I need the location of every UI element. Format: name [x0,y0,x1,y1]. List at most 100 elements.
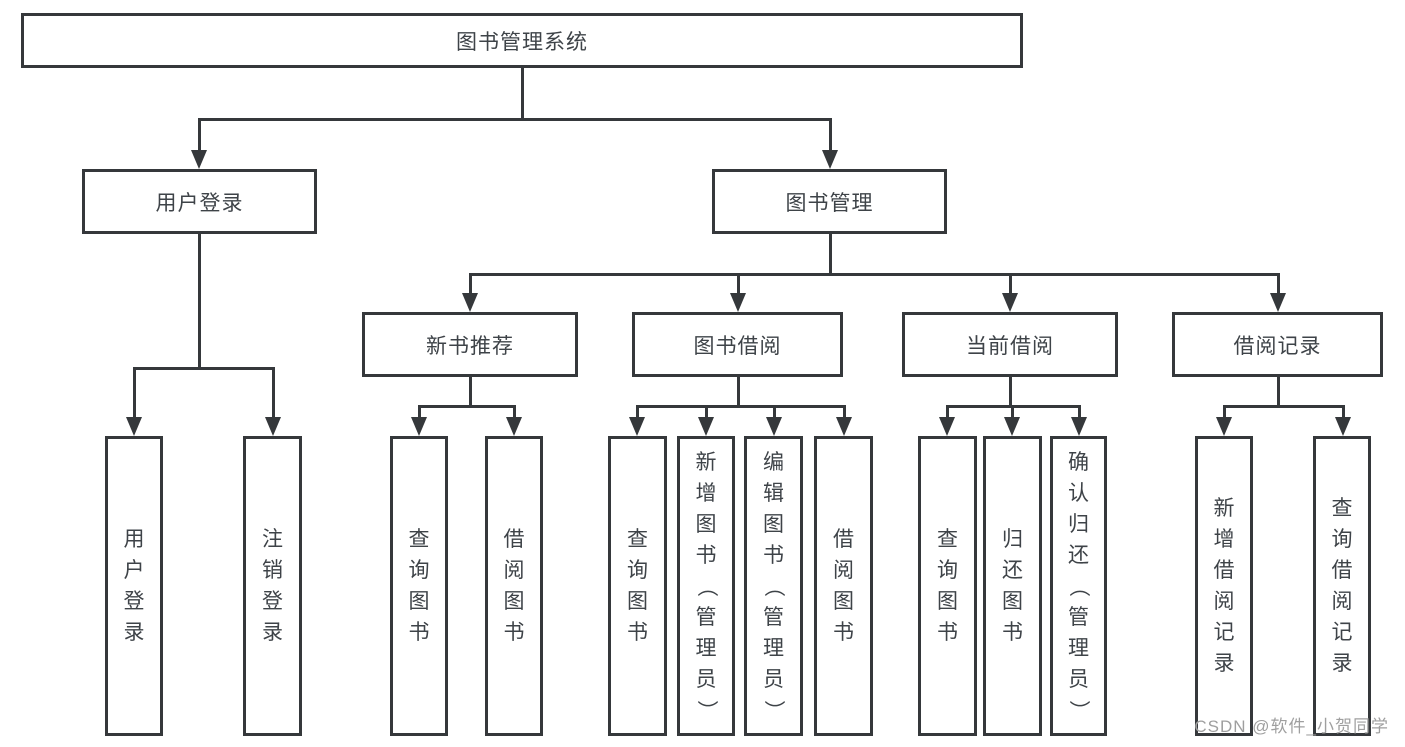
connector-line [197,234,201,368]
connector-line [635,405,639,417]
vertical-char: 理 [763,636,784,660]
vertical-char: （ [762,575,785,597]
node-label: 借阅记录 [1233,334,1322,358]
vertical-char: 图 [763,512,784,536]
vertical-char: 录 [262,621,283,644]
vertical-char: （ [694,575,718,597]
vertical-char: 新 [1213,497,1235,520]
vertical-char: 图 [503,590,525,613]
leaf-add-book-admin: 新增图书（管理员） [677,436,735,736]
node-label: 新书推荐 [426,334,514,358]
vertical-char: 询 [937,559,958,582]
connector-line [1008,377,1012,407]
arrowhead-icon [939,417,955,436]
vertical-char: 新 [695,450,717,474]
connector-line [736,273,740,293]
vertical-char: 书 [763,543,784,567]
vertical-char: 查 [1331,497,1353,520]
vertical-char: 阅 [1213,590,1235,613]
connector-line [271,367,275,417]
vertical-char: 注 [262,528,283,551]
vertical-char: 书 [503,621,525,644]
leaf-query-borrow-record: 查询借阅记录 [1313,436,1371,736]
vertical-char: 查 [937,528,958,551]
vertical-char: 销 [262,559,283,582]
node-new-book-recommendation: 新书推荐 [362,312,578,377]
vertical-char: 询 [408,559,430,582]
vertical-char: 借 [1331,559,1353,582]
connector-line [1077,405,1081,417]
vertical-char: 记 [1331,621,1353,644]
vertical-char: 还 [1068,543,1089,567]
vertical-char: 员 [763,667,784,691]
vertical-char: 书 [833,621,854,644]
vertical-char: （ [1067,575,1090,597]
vertical-char: 录 [1213,652,1235,675]
vertical-char: 员 [1068,667,1089,691]
connector-line [1222,405,1226,417]
vertical-char: 员 [695,667,717,691]
leaf-edit-book-admin: 编辑图书（管理员） [744,436,803,736]
connector-line [828,234,832,275]
leaf-return-books: 归还图书 [983,436,1042,736]
leaf-logout: 注销登录 [243,436,302,736]
vertical-char: 理 [1068,636,1089,660]
vertical-char: 增 [695,481,717,505]
arrowhead-icon [1002,293,1018,312]
vertical-char: 认 [1068,481,1089,505]
vertical-char: 登 [262,590,283,613]
vertical-char: 登 [123,590,145,613]
vertical-char: 录 [1331,652,1353,675]
node-label: 图书借阅 [693,334,782,358]
vertical-char: 阅 [833,559,854,582]
connector-line [520,68,524,119]
connector-line [417,405,421,417]
connector-line [1276,273,1280,293]
arrowhead-icon [1270,293,1286,312]
vertical-char: 书 [627,621,648,644]
vertical-char: 阅 [1331,590,1353,613]
vertical-char: 查 [627,528,648,551]
vertical-char: 询 [627,559,648,582]
connector-line [1010,405,1014,417]
vertical-char: 图 [695,512,717,536]
vertical-char: 图 [1002,590,1023,613]
connector-line [736,377,740,407]
leaf-query-books-recommend: 查询图书 [390,436,448,736]
vertical-char: 增 [1213,528,1235,551]
vertical-char: 书 [937,621,958,644]
arrowhead-icon [629,417,645,436]
arrowhead-icon [1071,417,1087,436]
connector-line [468,273,472,293]
connector-line [197,118,201,150]
vertical-char: 记 [1213,621,1235,644]
node-label: 图书管理 [785,191,874,215]
connector-line [1276,377,1280,407]
vertical-char: 书 [1002,621,1023,644]
vertical-char: ） [694,699,718,721]
vertical-char: ） [1067,699,1090,721]
connector-line [1008,273,1012,293]
arrowhead-icon [411,417,427,436]
vertical-char: 确 [1068,450,1089,474]
vertical-char: 还 [1002,559,1023,582]
vertical-char: 图 [937,590,958,613]
connector-line [772,405,776,417]
vertical-char: 借 [833,528,854,551]
vertical-char: 归 [1002,528,1023,551]
arrowhead-icon [462,293,478,312]
arrowhead-icon [730,293,746,312]
vertical-char: 用 [123,528,145,551]
node-label: 用户登录 [155,191,244,215]
arrowhead-icon [698,417,714,436]
vertical-char: 借 [503,528,525,551]
connector-line [198,118,831,121]
connector-line [842,405,846,417]
node-user-login: 用户登录 [82,169,317,234]
connector-line [636,405,845,408]
arrowhead-icon [126,417,142,436]
vertical-char: 书 [408,621,430,644]
vertical-char: 辑 [763,481,784,505]
leaf-confirm-return-admin: 确认归还（管理员） [1050,436,1107,736]
